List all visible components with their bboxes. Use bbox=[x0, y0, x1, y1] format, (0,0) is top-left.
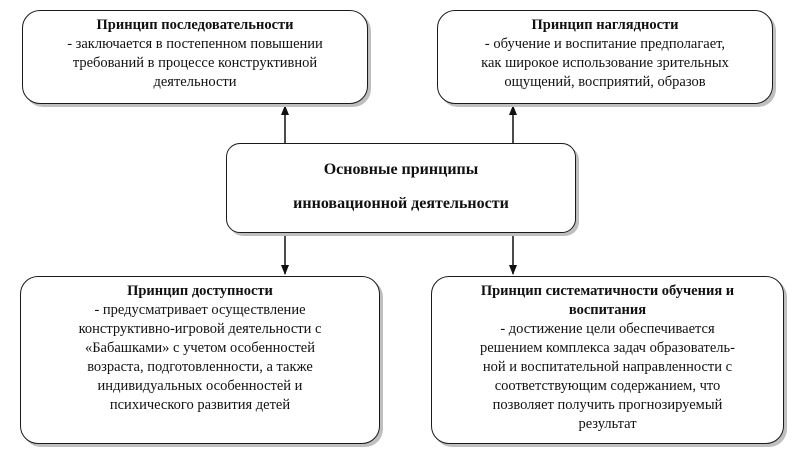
principle-systematic-text: - достижение цели обеспечивается решение… bbox=[480, 321, 735, 432]
principle-accessibility-text: - предусматривает осуществление конструк… bbox=[78, 302, 322, 413]
principle-systematic-title: Принцип систематичности обучения и воспи… bbox=[480, 283, 735, 318]
principle-sequence-box: Принцип последовательности - заключается… bbox=[22, 10, 368, 104]
principle-accessibility-box: Принцип доступности - предусматривает ос… bbox=[20, 276, 380, 444]
principle-visual-title: Принцип наглядности bbox=[531, 17, 679, 33]
central-concept-box: Основные принципы инновационной деятельн… bbox=[226, 143, 576, 233]
principle-visual-text: - обучение и воспитание предполагает, ка… bbox=[481, 36, 729, 90]
central-concept-line-2: инновационной деятельности bbox=[293, 195, 509, 212]
central-concept-line-1: Основные принципы bbox=[323, 161, 479, 178]
principle-sequence-text: - заключается в постепенном повышении тр… bbox=[67, 36, 323, 90]
principle-sequence-title: Принцип последовательности bbox=[96, 17, 294, 33]
principle-systematic-box: Принцип систематичности обучения и воспи… bbox=[431, 276, 784, 444]
principle-accessibility-title: Принцип доступности bbox=[127, 283, 273, 299]
principle-visual-box: Принцип наглядности - обучение и воспита… bbox=[437, 10, 773, 104]
